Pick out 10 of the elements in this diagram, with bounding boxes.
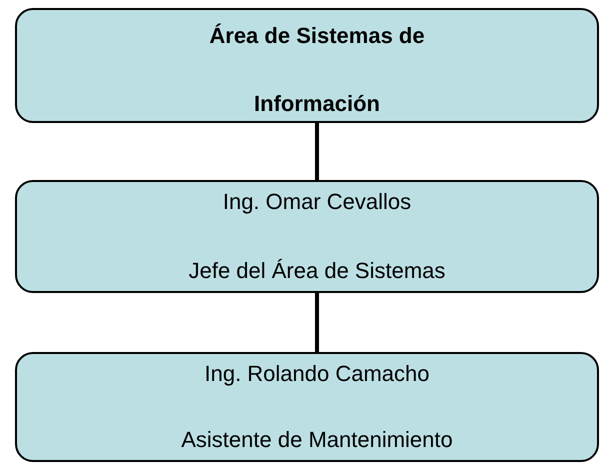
- connector-line: [315, 123, 319, 180]
- org-box: [15, 180, 599, 293]
- person-name: Ing. Rolando Camacho: [204, 360, 430, 388]
- unit-title: Área de Sistemas de Información: [208, 22, 426, 118]
- org-box: [15, 8, 599, 123]
- connector-line: [315, 293, 319, 352]
- person-name: Ing. Omar Cevallos: [222, 188, 412, 216]
- job-title: Asistente de Mantenimiento: [181, 426, 453, 454]
- job-title: Jefe del Área de Sistemas: [188, 257, 446, 285]
- org-box: [15, 352, 599, 462]
